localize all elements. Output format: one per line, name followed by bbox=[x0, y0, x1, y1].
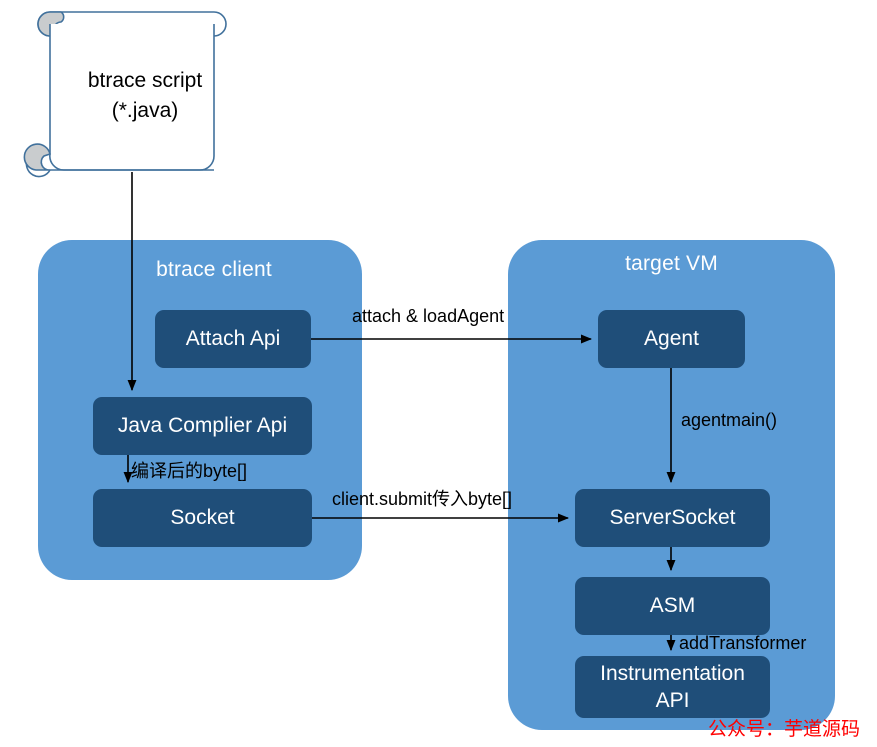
scroll-shape-icon bbox=[23, 11, 227, 178]
box-server-socket[interactable]: ServerSocket bbox=[575, 489, 770, 547]
box-asm[interactable]: ASM bbox=[575, 577, 770, 635]
btrace-script-label: btrace script (*.java) bbox=[87, 69, 203, 123]
box-instrumentation-api[interactable]: Instrumentation API bbox=[575, 656, 770, 718]
connector-label-add-transformer: addTransformer bbox=[679, 633, 807, 653]
box-agent[interactable]: Agent bbox=[598, 310, 745, 368]
connector-label-client-submit: client.submit传入byte[] bbox=[332, 489, 513, 509]
watermark-text: 公众号：芋道源码 bbox=[708, 719, 861, 740]
connector-label-attach-loadagent: attach & loadAgent bbox=[352, 306, 505, 326]
panel-btrace-client-title: btrace client bbox=[156, 258, 272, 281]
btrace-script-document: btrace script (*.java) bbox=[14, 4, 250, 184]
connector-label-compiled-bytes: 编译后的byte[] bbox=[131, 461, 248, 481]
panel-target-vm-title: target VM bbox=[625, 252, 718, 275]
box-attach-api[interactable]: Attach Api bbox=[155, 310, 311, 368]
box-socket[interactable]: Socket bbox=[93, 489, 312, 547]
box-java-complier-api[interactable]: Java Complier Api bbox=[93, 397, 312, 455]
connector-label-agentmain: agentmain() bbox=[681, 410, 778, 430]
